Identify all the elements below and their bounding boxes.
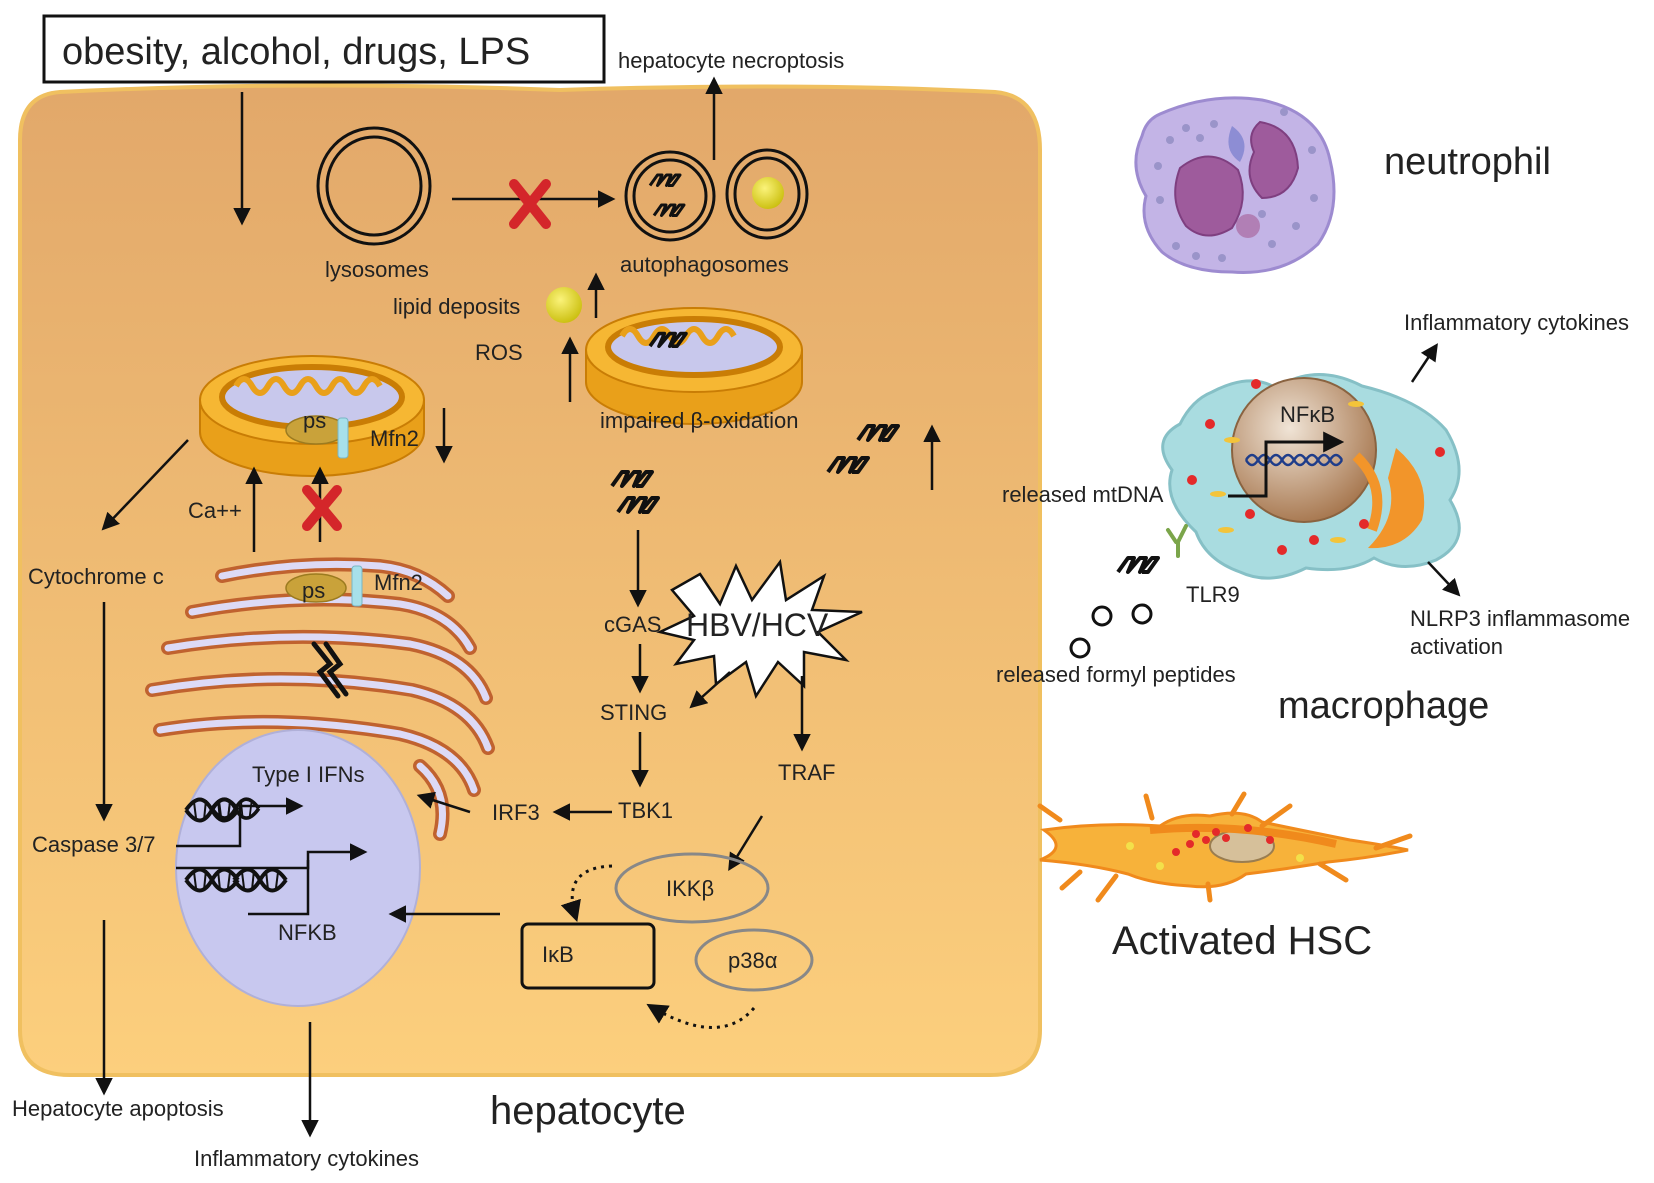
- mitochondrion-left: [199, 355, 425, 477]
- virus-to-sting-arrow: [689, 671, 731, 709]
- mfn2-bottom-label: Mfn2: [374, 570, 423, 595]
- hsc-label: Activated HSC: [1112, 919, 1372, 963]
- type-i-ifns-label: Type I IFNs: [252, 762, 364, 787]
- ikb-node: [520, 922, 656, 990]
- formyl-peptide-icons: [1069, 603, 1153, 659]
- trigger-box: [42, 14, 606, 84]
- lipid-droplet: [546, 287, 582, 323]
- macrophage-cell: [1161, 373, 1461, 580]
- hepatocyte-label: hepatocyte: [490, 1089, 686, 1133]
- p38-to-ikb-dotted-arrow: [646, 1003, 756, 1029]
- nfkb-gene: [176, 843, 368, 916]
- traf-label: TRAF: [778, 760, 835, 785]
- macrophage-cytokines-label: Inflammatory cytokines: [1404, 310, 1629, 335]
- sting-label: STING: [600, 700, 667, 725]
- cgas-label: cGAS: [604, 612, 661, 637]
- lipid-deposits-label: lipid deposits: [393, 294, 520, 319]
- mitochondrion-right: [585, 307, 803, 425]
- nlrp3-label-line1: NLRP3 inflammasome: [1410, 606, 1630, 631]
- inflammatory-cytokines-label: Inflammatory cytokines: [194, 1146, 419, 1171]
- calcium-label: Ca++: [188, 498, 242, 523]
- macrophage-label: macrophage: [1278, 685, 1489, 727]
- necroptosis-label: hepatocyte necroptosis: [618, 48, 844, 73]
- hepatocyte-cell: [18, 83, 1042, 1077]
- cytochrome-c-label: Cytochrome c: [28, 564, 164, 589]
- ikkb-node: [614, 852, 770, 924]
- tbk1-label: TBK1: [618, 798, 673, 823]
- ifn-gene: [176, 797, 304, 848]
- ps-bottom-label: ps: [302, 578, 325, 603]
- beta-oxidation-label: impaired β-oxidation: [600, 408, 799, 433]
- irf3-label: IRF3: [492, 800, 540, 825]
- released-mtdna-label: released mtDNA: [1002, 482, 1164, 507]
- formyl-peptides-label: released formyl peptides: [996, 662, 1236, 687]
- hbv-hcv-burst: [656, 558, 863, 699]
- released-mtdna-icon: [1116, 556, 1160, 574]
- autophagosome-mtdna: [624, 150, 716, 242]
- ps-top-label: ps: [303, 408, 326, 433]
- caspase-label: Caspase 3/7: [32, 832, 156, 857]
- endoplasmic-reticulum: [145, 557, 495, 841]
- activated-hsc-cell: [1037, 791, 1413, 903]
- p38a-node: [694, 928, 814, 992]
- ros-label: ROS: [475, 340, 523, 365]
- ikk-to-ikb-dotted-arrow: [560, 864, 613, 923]
- apoptosis-label: Hepatocyte apoptosis: [12, 1096, 224, 1121]
- block-cross-icon: [509, 179, 551, 229]
- p38a-label: p38α: [728, 948, 778, 973]
- nlrp3-arrow: [1427, 561, 1461, 597]
- block-cross-icon: [302, 485, 342, 531]
- ikkb-label: IKKβ: [666, 876, 714, 901]
- macrophage-cytokine-arrow: [1410, 343, 1438, 383]
- hbv-hcv-label: HBV/HCV: [686, 607, 829, 643]
- lysosomes-label: lysosomes: [325, 257, 429, 282]
- irf3-to-nucleus-arrow: [416, 791, 471, 814]
- macrophage-nfkb-label: NFκB: [1280, 402, 1335, 427]
- autophagosome-lipid: [725, 148, 809, 240]
- nlrp3-label-line2: activation: [1410, 634, 1503, 659]
- autophagosomes-label: autophagosomes: [620, 252, 789, 277]
- mfn2-top-label: Mfn2: [370, 426, 419, 451]
- cytochrome-arrow: [101, 439, 189, 531]
- neutrophil-cell: [1134, 96, 1336, 274]
- nfkb-label: NFKB: [278, 920, 337, 945]
- neutrophil-label: neutrophil: [1384, 141, 1551, 183]
- trigger-text: obesity, alcohol, drugs, LPS: [62, 31, 530, 73]
- ikb-label: IκB: [542, 942, 574, 967]
- lysosome: [316, 126, 432, 246]
- tlr9-label: TLR9: [1186, 582, 1240, 607]
